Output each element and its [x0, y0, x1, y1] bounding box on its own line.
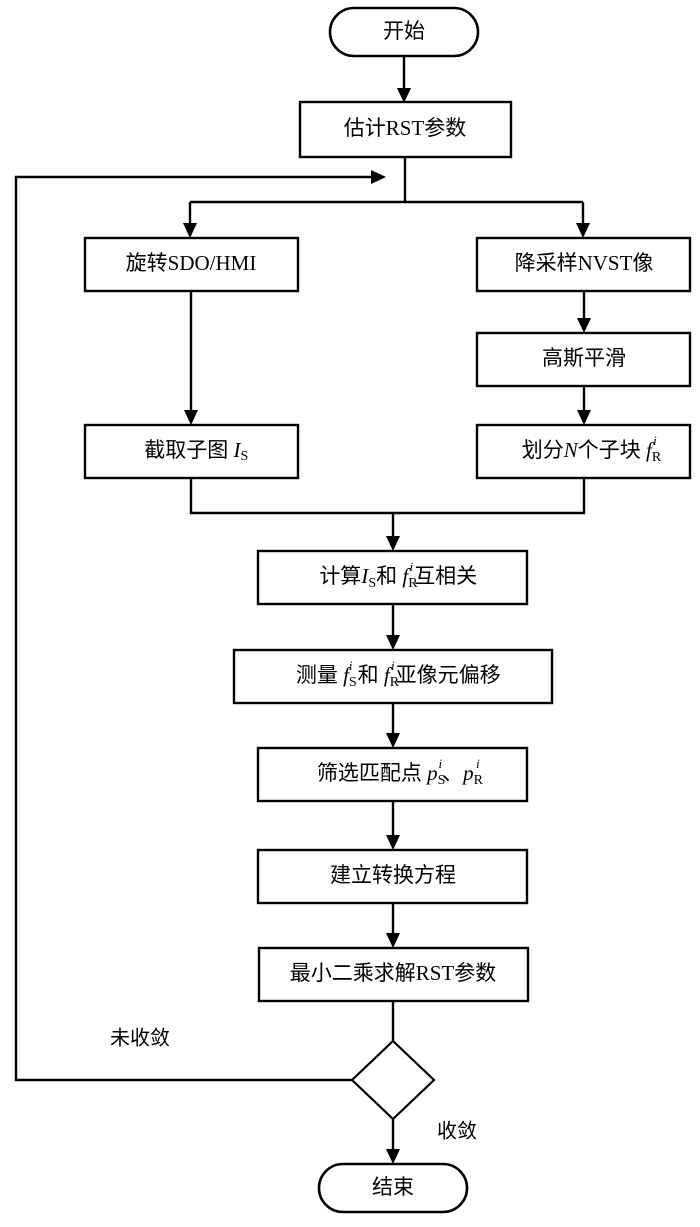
node-crop-subimage[interactable]: 截取子图 IS — [83, 423, 300, 480]
node-filter-match-points-label: 筛选匹配点 pSi、pRi — [270, 751, 517, 788]
divide-text-part-1: N — [563, 438, 579, 462]
crop-text-part-1: I — [232, 438, 241, 462]
edge-label-not-converged: 未收敛 — [110, 1027, 170, 1050]
node-gaussian-smooth-label: 高斯平滑 — [542, 346, 626, 370]
node-filter-match-points[interactable]: 筛选匹配点 pSi、pRi — [256, 746, 529, 803]
ms-text-part-0: 测量 — [296, 663, 343, 687]
edge-crosscorr-to-measure — [386, 604, 400, 650]
node-least-squares-rst[interactable]: 最小二乘求解RST参数 — [257, 946, 530, 1003]
divide-text-part-0: 划分 — [522, 438, 564, 462]
node-start[interactable]: 开始 — [328, 6, 480, 58]
cc-text-part-5: R — [408, 576, 418, 591]
cc-text-part-6: i — [410, 559, 414, 574]
edge-decision-to-end — [386, 1119, 400, 1164]
edge-start-to-estimate — [397, 56, 411, 103]
node-divide-n-blocks[interactable]: 划分N个子块 fRi — [474, 423, 693, 480]
node-cross-correlation[interactable]: 计算IS和 fRi互相关 — [256, 549, 529, 606]
node-end[interactable]: 结束 — [317, 1162, 469, 1214]
cc-text-part-1: I — [360, 564, 369, 588]
ms-text-part-6: R — [390, 675, 400, 690]
node-least-squares-rst-label: 最小二乘求解RST参数 — [290, 961, 497, 985]
edge-feedback-loop — [14, 170, 386, 1082]
ms-text-part-3: i — [349, 658, 353, 673]
fm-text-part-7: i — [476, 756, 480, 771]
node-downsample-nvst[interactable]: 降采样NVST像 — [475, 236, 692, 293]
edge-downsample-to-gaussian — [577, 291, 591, 333]
edge-split-branches — [183, 200, 590, 238]
ms-text-part-8: 亚像元偏移 — [396, 663, 501, 687]
crop-text-part-2: S — [240, 449, 248, 464]
fm-text-part-1: p — [425, 761, 438, 785]
ms-text-part-2: S — [349, 675, 357, 690]
node-cross-correlation-label: 计算IS和 fRi互相关 — [272, 559, 514, 591]
ms-text-part-1: f — [343, 663, 352, 687]
fm-text-part-0: 筛选匹配点 — [317, 761, 427, 785]
cc-text-part-3: 和 — [376, 564, 402, 588]
node-gaussian-smooth[interactable]: 高斯平滑 — [475, 331, 692, 388]
edge-label-converged: 收敛 — [437, 1120, 477, 1143]
node-rotate-sdo-hmi[interactable]: 旋转SDO/HMI — [83, 236, 300, 293]
crop-text-part-0: 截取子图 — [144, 438, 233, 462]
edge-merge-to-crosscorr — [189, 478, 586, 551]
cc-text-part-4: f — [402, 564, 411, 588]
node-build-transform-equation[interactable]: 建立转换方程 — [256, 848, 529, 905]
fm-text-part-5: p — [461, 761, 474, 785]
node-measure-subpixel-offset[interactable]: 测量 fSi 和 fRi亚像元偏移 — [232, 648, 554, 705]
node-estimate-rst-label: 估计RST参数 — [344, 116, 467, 140]
node-rotate-sdo-hmi-label: 旋转SDO/HMI — [126, 251, 257, 275]
node-start-label: 开始 — [383, 19, 425, 43]
fm-text-part-2: S — [438, 773, 446, 788]
divide-text-part-5: i — [653, 433, 657, 448]
node-end-label: 结束 — [372, 1175, 414, 1199]
ms-text-part-4: 和 — [352, 663, 384, 687]
ms-text-part-5: f — [384, 663, 393, 687]
cc-text-part-0: 计算 — [319, 564, 361, 588]
cc-text-part-2: S — [368, 576, 376, 591]
divide-text-part-4: R — [652, 450, 662, 465]
node-measure-subpixel-offset-label: 测量 fSi 和 fRi亚像元偏移 — [249, 658, 538, 690]
edge-filter-to-build — [386, 801, 400, 850]
edge-build-to-leastsquares — [386, 903, 400, 948]
edge-measure-to-filter — [386, 703, 400, 748]
fm-text-part-4: 、 — [442, 761, 463, 785]
node-estimate-rst[interactable]: 估计RST参数 — [298, 100, 513, 159]
divide-text-part-3: f — [646, 438, 655, 462]
node-downsample-nvst-label: 降采样NVST像 — [515, 251, 654, 275]
edge-rotate-to-crop — [184, 291, 198, 425]
divide-text-part-2: 个子块 — [578, 438, 646, 462]
node-converged-decision[interactable] — [350, 1039, 436, 1121]
node-build-transform-equation-label: 建立转换方程 — [330, 863, 456, 887]
ms-text-part-7: i — [391, 658, 395, 673]
node-crop-subimage-label: 截取子图 IS — [97, 438, 285, 467]
node-divide-n-blocks-label: 划分N个子块 fRi — [474, 428, 693, 465]
cc-text-part-7: 互相关 — [414, 564, 477, 588]
edge-gaussian-to-divide — [577, 386, 591, 425]
fm-text-part-3: i — [438, 756, 442, 771]
fm-text-part-6: R — [474, 773, 484, 788]
